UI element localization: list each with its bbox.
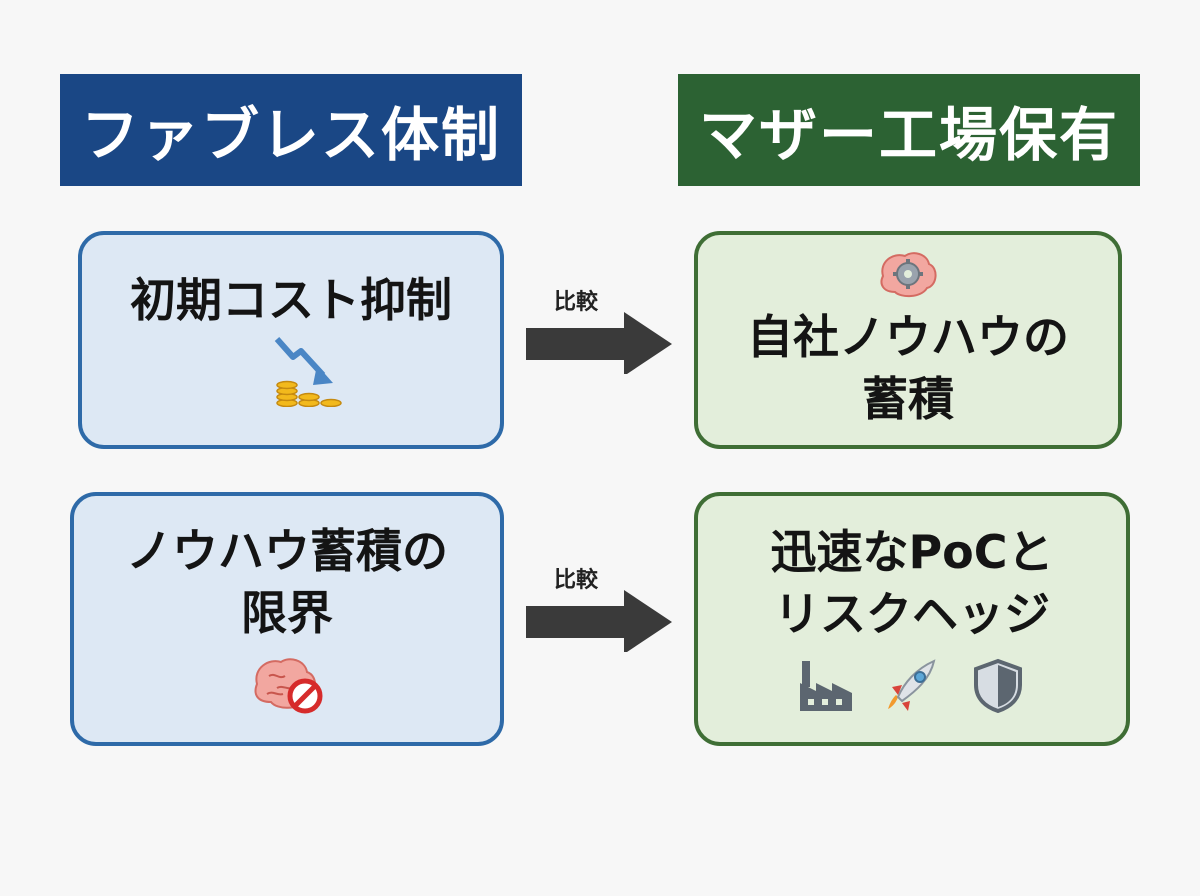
shield-icon (968, 657, 1028, 717)
knowhow-limit-card: ノウハウ蓄積の 限界 (70, 492, 504, 746)
knowhow-limit-text-line2: 限界 (241, 586, 333, 640)
initial-cost-text: 初期コスト抑制 (130, 273, 452, 327)
right-arrow-icon (526, 312, 672, 374)
rocket-icon (882, 657, 942, 717)
own-knowhow-text-line1: 自社ノウハウの (747, 310, 1069, 364)
mother-factory-header-title: マザー工場保有 (698, 101, 1119, 169)
fabless-header-title: ファブレス体制 (80, 101, 501, 169)
knowhow-limit-text-line1: ノウハウ蓄積の (126, 524, 448, 578)
compare-arrow-2-label: 比較 (553, 568, 598, 593)
mother-factory-header: マザー工場保有 (678, 74, 1140, 186)
poc-risk-hedge-card: 迅速なPoCと リスクヘッジ (694, 492, 1130, 746)
compare-arrow-2: 比較 (526, 562, 676, 672)
own-knowhow-text-line2: 蓄積 (862, 372, 954, 426)
cost-decrease-coins-icon (271, 335, 351, 411)
own-knowhow-card: 自社ノウハウの 蓄積 (694, 231, 1122, 449)
poc-icon-row (796, 657, 1028, 717)
brain-gear-icon (875, 250, 941, 304)
initial-cost-card: 初期コスト抑制 (78, 231, 504, 449)
compare-arrow-1-label: 比較 (553, 290, 598, 315)
factory-icon (796, 657, 856, 717)
fabless-header: ファブレス体制 (60, 74, 522, 186)
poc-text-line2: リスクヘッジ (774, 587, 1050, 641)
right-arrow-icon (526, 590, 672, 652)
brain-prohibited-icon (247, 654, 327, 718)
poc-text-line1: 迅速なPoCと (770, 525, 1054, 579)
compare-arrow-1: 比較 (526, 284, 676, 394)
